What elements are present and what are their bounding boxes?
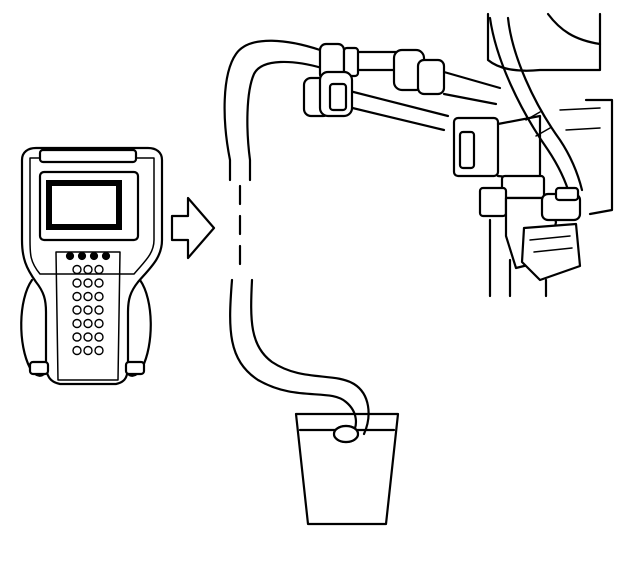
scan-tool-key — [83, 345, 93, 356]
scan-tool-key — [72, 318, 82, 329]
scan-tool-key — [72, 332, 82, 342]
scan-tool-key — [72, 291, 82, 302]
scan-tool-key — [72, 345, 82, 356]
scan-tool-key — [94, 305, 104, 315]
scan-tool-key — [83, 264, 93, 275]
scan-tool-screen-glare — [50, 184, 118, 226]
scan-tool-key — [72, 278, 82, 288]
scan-tool-keypad-panel — [55, 251, 121, 381]
scan-tool-key — [94, 264, 104, 275]
engine-housing — [486, 12, 602, 72]
scan-tool-top-cap — [38, 148, 138, 164]
scan-tool-key — [72, 305, 82, 315]
scan-tool-key — [94, 318, 104, 329]
hose-inner-wall — [246, 60, 324, 182]
scan-tool-key — [65, 251, 75, 261]
engine-block — [584, 98, 614, 216]
vacuum-hose — [488, 16, 572, 198]
scan-tool-key — [83, 305, 93, 315]
scan-tool-keypad — [65, 251, 111, 356]
scan-tool-key — [94, 332, 104, 342]
scan-tool-foot-right — [124, 360, 146, 376]
scan-tool-key — [72, 264, 82, 275]
scan-tool-foot-left — [28, 360, 50, 376]
scan-tool — [20, 146, 164, 386]
scan-tool-key — [94, 291, 104, 302]
scan-tool-key — [83, 278, 93, 288]
scan-tool-key — [77, 251, 87, 261]
drain-container — [294, 412, 400, 526]
scan-tool-key — [83, 291, 93, 302]
scan-tool-key — [89, 251, 99, 261]
fuel-injector — [478, 174, 582, 298]
scan-tool-bezel — [29, 157, 155, 275]
hose-outer-wall — [223, 39, 322, 182]
scan-tool-key — [83, 332, 93, 342]
container-body — [294, 412, 400, 526]
scan-tool-key — [94, 345, 104, 356]
scan-tool-key — [94, 278, 104, 288]
fuel-rail-assembly — [302, 12, 614, 298]
scan-tool-key — [83, 318, 93, 329]
scan-tool-key — [101, 251, 111, 261]
direction-arrow — [170, 196, 216, 260]
